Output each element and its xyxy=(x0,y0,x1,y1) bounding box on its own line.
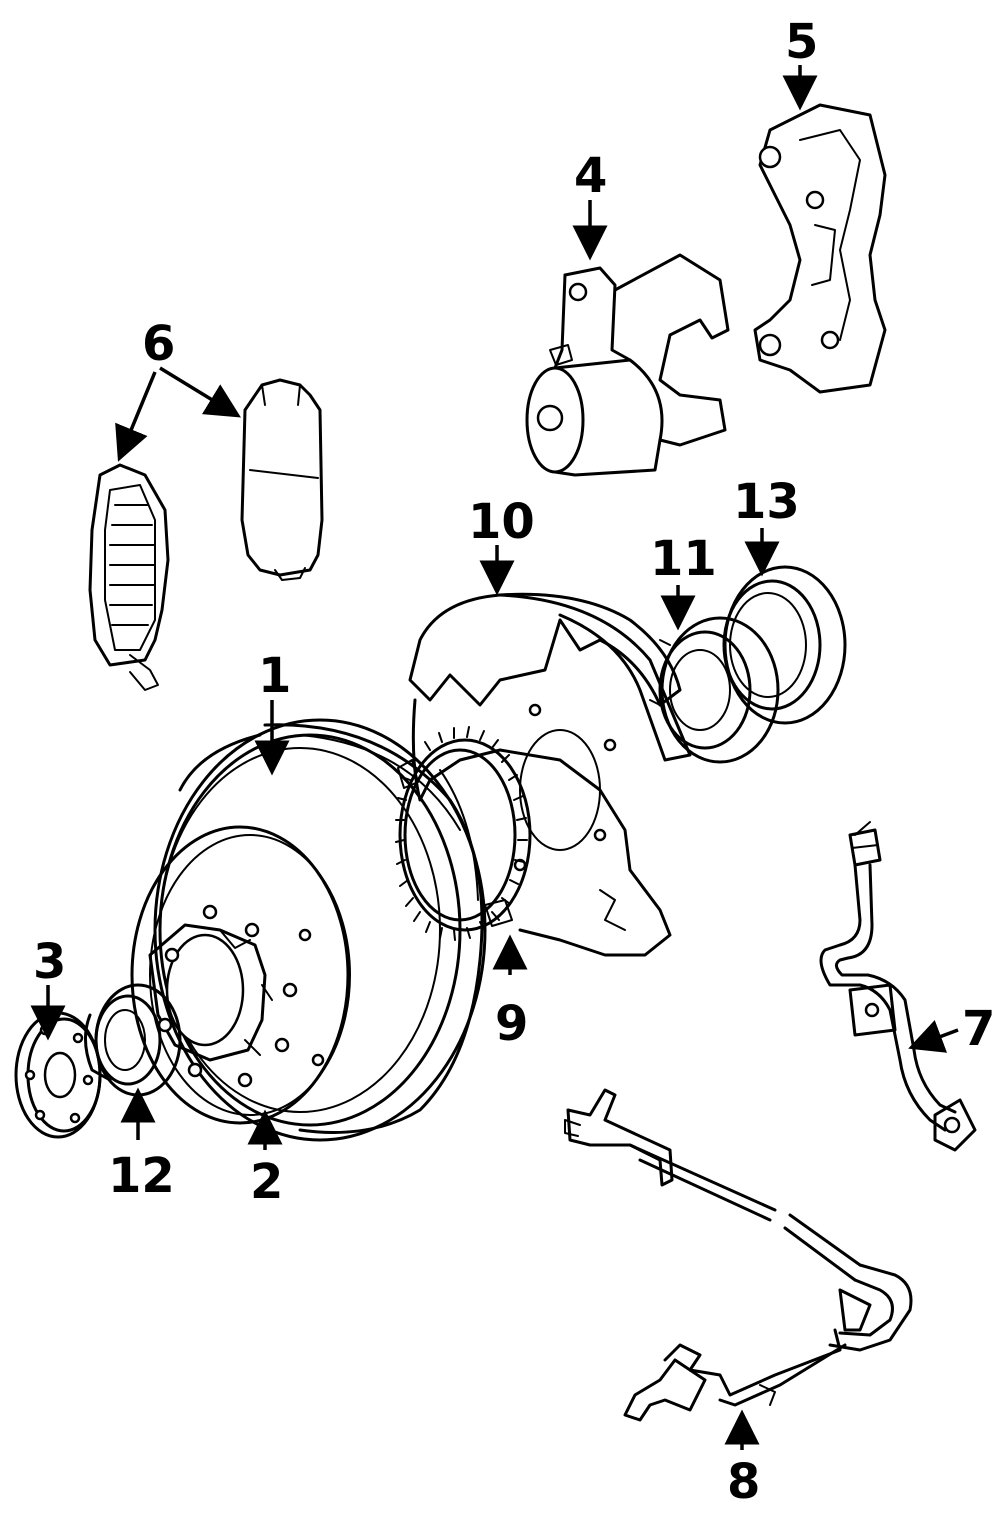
callout-12: 12 xyxy=(108,1087,175,1204)
callout-label-12: 12 xyxy=(108,1148,175,1204)
brake-pad-inner-part xyxy=(240,378,324,581)
brake-hose-part xyxy=(819,821,977,1152)
callout-label-2: 2 xyxy=(250,1154,283,1210)
callout-label-11: 11 xyxy=(650,531,717,587)
callout-label-13: 13 xyxy=(733,474,800,530)
callout-13: 13 xyxy=(733,474,800,577)
callout-label-4: 4 xyxy=(574,148,607,204)
callout-11: 11 xyxy=(650,531,717,631)
callout-3: 3 xyxy=(30,934,66,1041)
callout-7: 7 xyxy=(908,1001,995,1057)
callout-9: 9 xyxy=(492,934,528,1052)
abs-sensor-part xyxy=(564,1088,913,1422)
callout-label-5: 5 xyxy=(785,14,818,70)
callout-label-6: 6 xyxy=(142,316,175,372)
callout-8: 8 xyxy=(724,1409,760,1510)
caliper-part xyxy=(525,253,730,477)
callout-label-1: 1 xyxy=(258,648,291,704)
callout-label-3: 3 xyxy=(33,934,66,990)
callout-10: 10 xyxy=(468,494,535,596)
callout-label-7: 7 xyxy=(962,1001,995,1057)
caliper-bracket-part xyxy=(753,103,887,394)
callout-4: 4 xyxy=(572,148,608,261)
splash-shield-part xyxy=(408,592,692,957)
callout-1: 1 xyxy=(254,648,291,776)
hub-part xyxy=(130,825,351,1125)
callout-6: 6 xyxy=(115,316,241,462)
callout-label-9: 9 xyxy=(495,996,528,1052)
bearing-inner-part xyxy=(649,616,780,764)
seal-part xyxy=(722,565,847,725)
callout-label-10: 10 xyxy=(468,494,535,550)
callout-label-8: 8 xyxy=(727,1454,760,1510)
callout-5: 5 xyxy=(782,14,818,111)
brake-pad-outer-part xyxy=(88,463,170,691)
hub-nut-part xyxy=(14,1011,102,1139)
callout-2: 2 xyxy=(247,1109,283,1210)
